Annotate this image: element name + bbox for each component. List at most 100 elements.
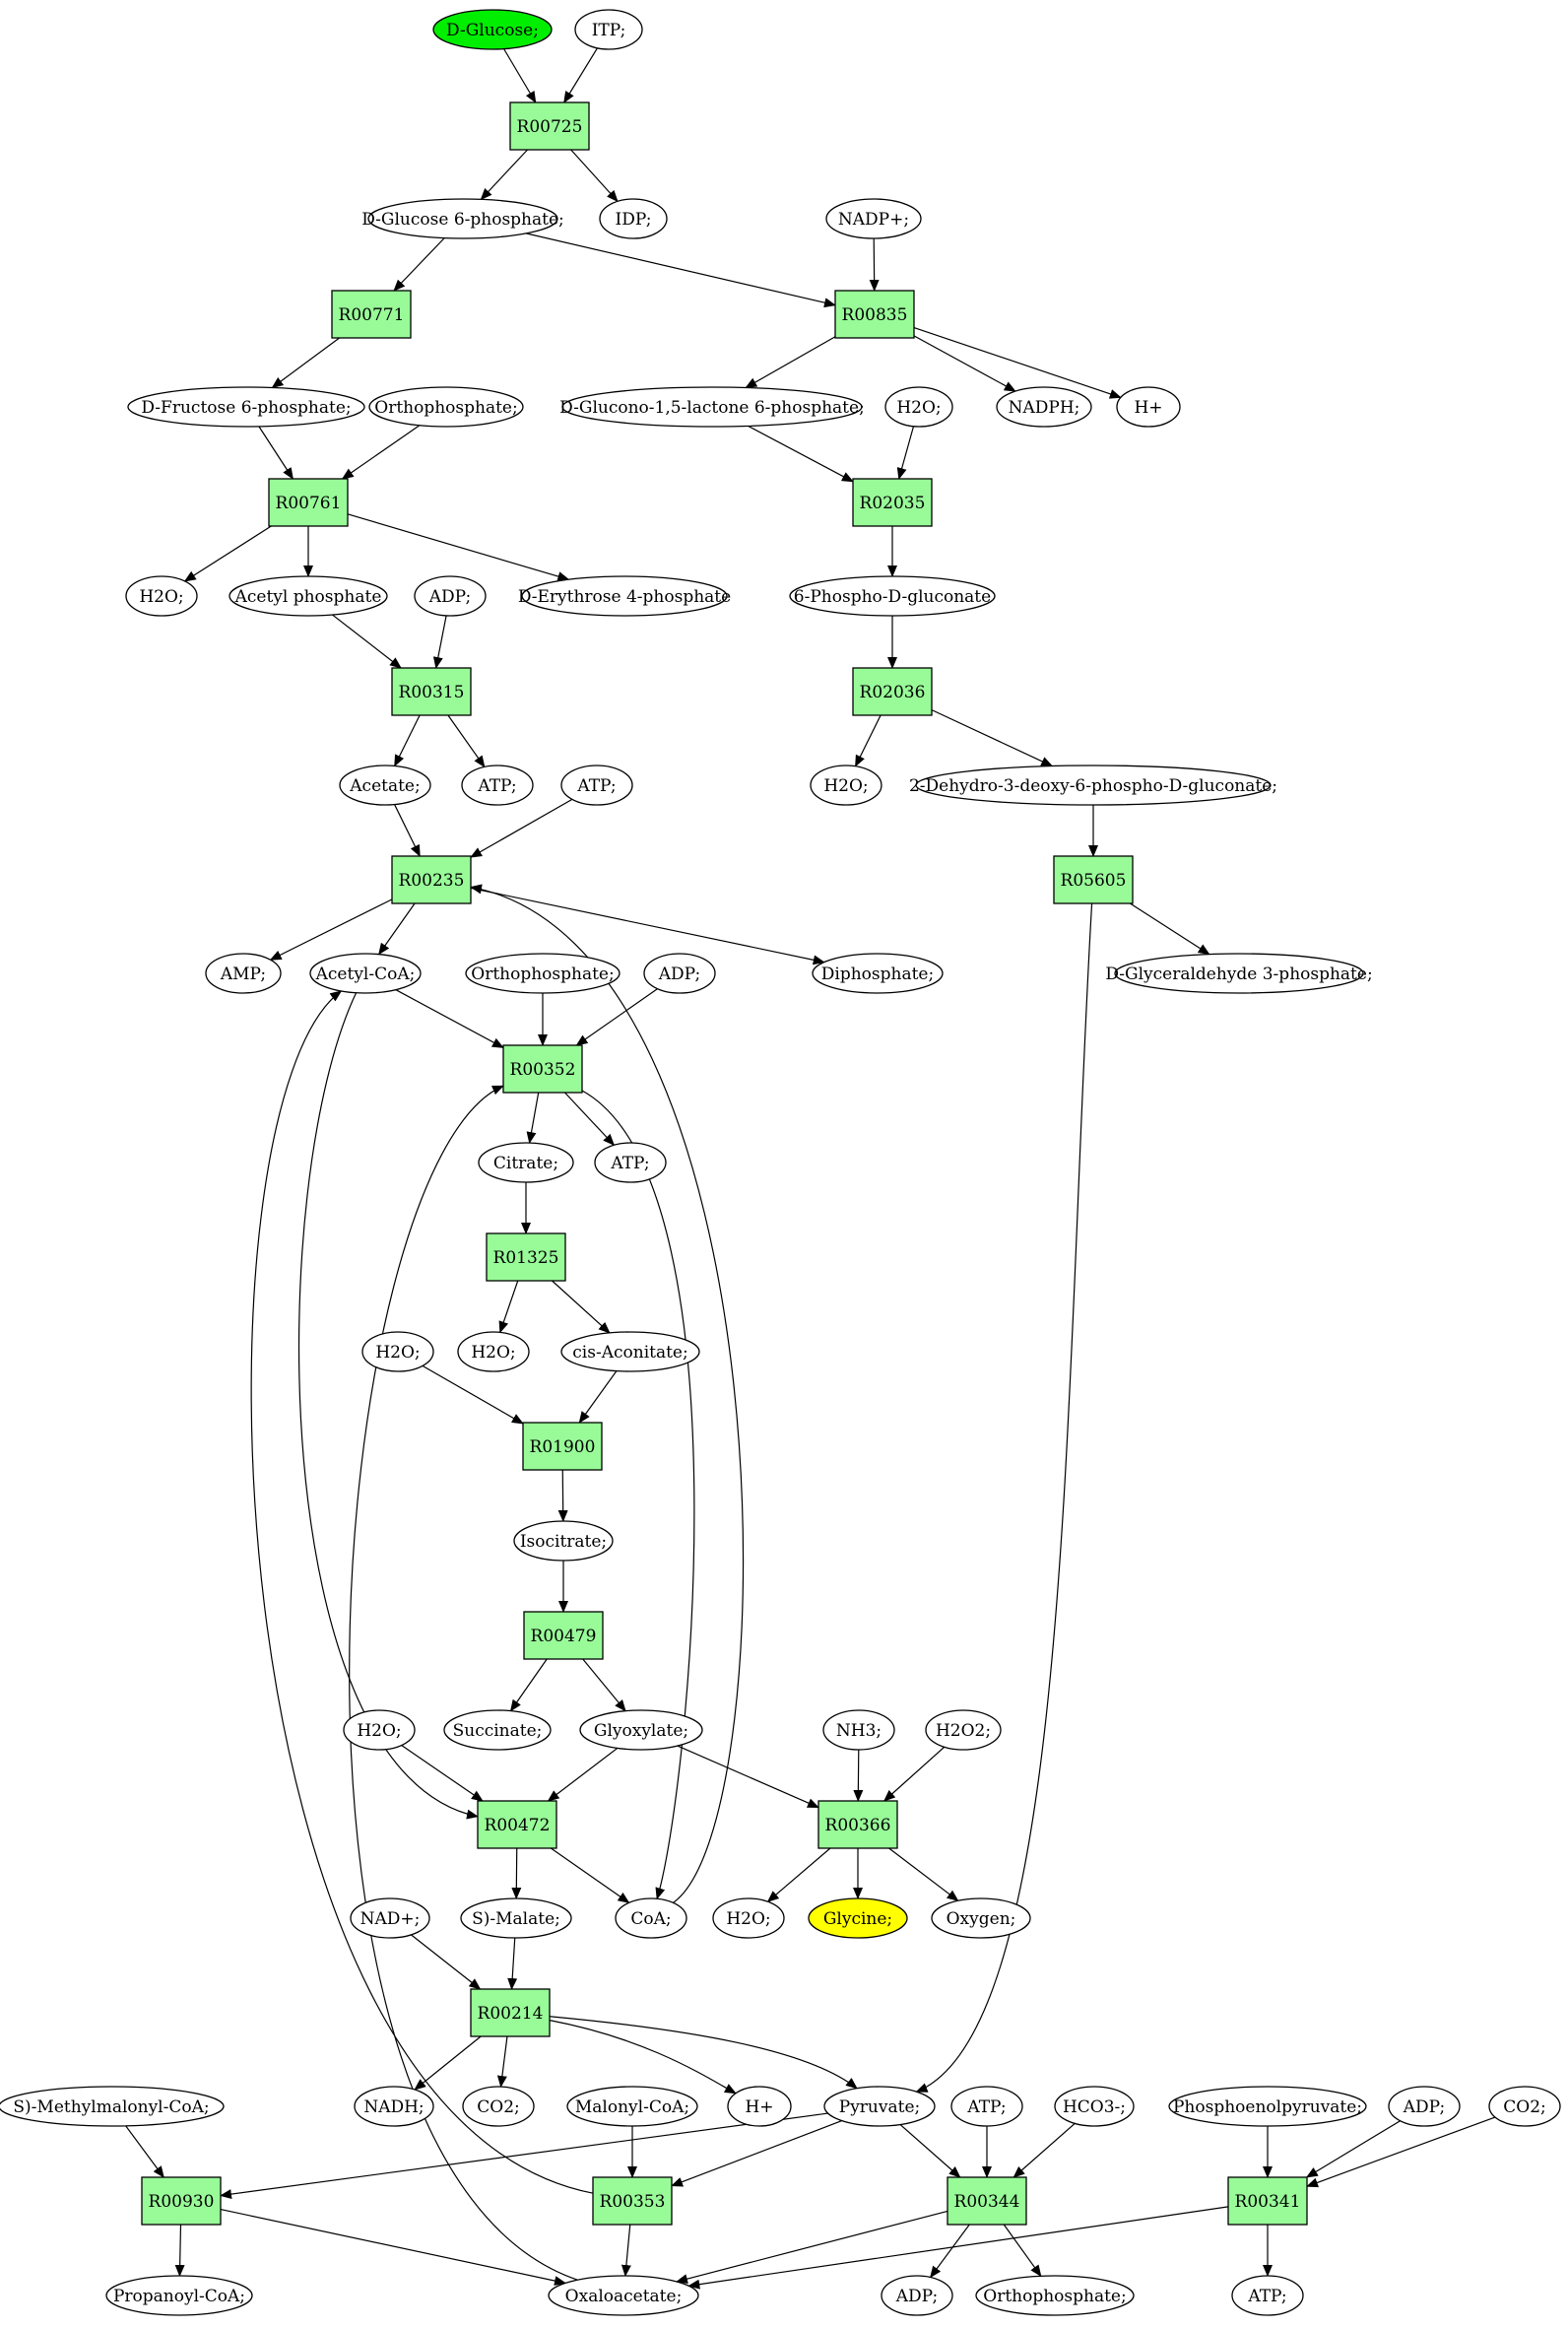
- r00344-label: R00344: [954, 2192, 1020, 2212]
- r00352-shape: [502, 1044, 583, 1094]
- reaction-node-r00479: R00479: [523, 1611, 604, 1660]
- compound-node-co2B: CO2;: [1488, 2086, 1561, 2127]
- orthoC-label: Orthophosphate;: [983, 2287, 1126, 2306]
- orthoB-label: Orthophosphate;: [471, 964, 614, 984]
- atpB-shape: [560, 765, 633, 806]
- r00315-shape: [391, 667, 472, 716]
- diphosphate-shape: [812, 953, 944, 994]
- compound-node-hco3: HCO3-;: [1054, 2086, 1135, 2127]
- r00341-shape: [1227, 2176, 1308, 2226]
- compound-node-acetate: Acetate;: [339, 765, 431, 806]
- compound-node-idp: IDP;: [599, 198, 668, 239]
- edge-h2oF-to-r00472: [401, 1745, 484, 1802]
- amp-label: AMP;: [220, 964, 266, 984]
- compound-node-smethylmalonyl: S)-Methylmalonyl-CoA;: [0, 2086, 225, 2127]
- glycine-label: Glycine;: [823, 1909, 892, 1929]
- dglucose-shape: [432, 9, 553, 50]
- oxaloacetate-label: Oxaloacetate;: [565, 2287, 683, 2306]
- pep-shape: [1168, 2086, 1367, 2127]
- compound-node-adpD: ADP;: [881, 2275, 953, 2316]
- amp-shape: [205, 953, 282, 994]
- itp-shape: [574, 9, 643, 50]
- adpD-label: ADP;: [895, 2287, 938, 2306]
- compound-node-adpB: ADP;: [643, 953, 716, 994]
- r02036-label: R02036: [860, 683, 926, 702]
- edge-r00725-to-idp: [570, 149, 619, 203]
- nadh-shape: [354, 2086, 434, 2127]
- reaction-node-r00930: R00930: [141, 2176, 222, 2226]
- compound-node-f6p: D-Fructose 6-phosphate;: [127, 386, 365, 428]
- adpC-label: ADP;: [1403, 2097, 1445, 2117]
- edge-r00835-to-gluconolactone: [745, 336, 836, 389]
- compound-node-glycine: Glycine;: [808, 1897, 908, 1939]
- r00479-shape: [523, 1611, 604, 1660]
- g6p-shape: [367, 198, 558, 239]
- edge-nadplus-to-r00214: [411, 1934, 482, 1990]
- compound-node-nadp: NADP+;: [825, 198, 922, 239]
- smalate-label: S)-Malate;: [472, 1909, 560, 1929]
- compound-node-malonylcoa: Malonyl-CoA;: [566, 2086, 698, 2127]
- compound-node-hplusB: H+: [727, 2086, 792, 2127]
- atpD-shape: [950, 2086, 1023, 2127]
- hplusA-label: H+: [1134, 398, 1162, 418]
- propanoylcoa-shape: [105, 2275, 253, 2316]
- edge-r00214-to-co2A: [496, 2035, 508, 2089]
- r00472-label: R00472: [485, 1816, 551, 1835]
- acetate-shape: [339, 765, 431, 806]
- atpD-label: ATP;: [966, 2097, 1006, 2117]
- reaction-node-r00761: R00761: [268, 478, 349, 527]
- r00341-label: R00341: [1235, 2192, 1301, 2212]
- compound-node-h2o2: H2O2;: [925, 1709, 1002, 1751]
- co2A-label: CO2;: [477, 2097, 520, 2117]
- oxygen-label: Oxygen;: [947, 1909, 1016, 1929]
- gluconolactone-label: D-Glucono-1,5-lactone 6-phosphate;: [559, 398, 865, 418]
- reaction-node-r00353: R00353: [592, 2176, 673, 2226]
- compound-node-gluconolactone: D-Glucono-1,5-lactone 6-phosphate;: [559, 386, 865, 428]
- citrate-shape: [478, 1142, 574, 1183]
- compound-node-pgluconate: 6-Phospho-D-gluconate: [789, 575, 996, 617]
- edge-r00344-to-orthoC: [1003, 2224, 1042, 2278]
- diphosphate-label: Diphosphate;: [821, 964, 934, 984]
- edge-r00725-to-g6p: [480, 149, 528, 201]
- r00344-shape: [947, 2176, 1027, 2226]
- edge-dglucose-to-r00725: [503, 48, 537, 103]
- nadh-label: NADH;: [363, 2097, 424, 2117]
- h2oA-shape: [884, 386, 953, 428]
- compound-node-oxygen: Oxygen;: [931, 1897, 1031, 1939]
- malonylcoa-label: Malonyl-CoA;: [575, 2097, 689, 2117]
- compound-node-amp: AMP;: [205, 953, 282, 994]
- edge-smalate-to-r00214: [507, 1937, 518, 1990]
- edge-pyruvate-to-r00353: [671, 2120, 842, 2187]
- r00761-shape: [268, 478, 349, 527]
- succinate-label: Succinate;: [453, 1721, 543, 1741]
- isocitrate-label: Isocitrate;: [520, 1532, 607, 1552]
- nadp-label: NADP+;: [838, 210, 909, 230]
- f6p-shape: [127, 386, 365, 428]
- nadplus-shape: [350, 1897, 430, 1939]
- atpE-shape: [1231, 2275, 1304, 2316]
- edge-r00771-to-f6p: [271, 337, 340, 389]
- edge-r01325-to-h2oE: [498, 1280, 519, 1334]
- co2B-label: CO2;: [1503, 2097, 1546, 2117]
- pep-label: Phosphoenolpyruvate;: [1173, 2097, 1362, 2117]
- acetylp-shape: [229, 575, 388, 617]
- r00353-label: R00353: [600, 2192, 666, 2212]
- compound-node-succinate: Succinate;: [443, 1709, 552, 1751]
- r00930-label: R00930: [149, 2192, 215, 2212]
- g6p-label: D-Glucose 6-phosphate;: [361, 210, 564, 230]
- compound-node-kdpg: 2-Dehydro-3-deoxy-6-phospho-D-gluconate;: [909, 765, 1277, 806]
- coa-shape: [615, 1897, 687, 1939]
- r02035-shape: [852, 478, 933, 527]
- r00315-label: R00315: [399, 683, 465, 702]
- g3p-shape: [1114, 953, 1364, 994]
- orthoB-shape: [465, 953, 621, 994]
- nh3-shape: [822, 1709, 895, 1751]
- edge-r00472-to-coa: [551, 1847, 630, 1903]
- pyruvate-shape: [823, 2086, 936, 2127]
- edge-pyruvate-to-r00344: [899, 2124, 961, 2178]
- compound-node-nadph: NADPH;: [996, 386, 1092, 428]
- r02035-label: R02035: [860, 494, 926, 513]
- cisaconitate-label: cis-Aconitate;: [572, 1343, 687, 1363]
- acetate-label: Acetate;: [349, 776, 420, 796]
- glyoxylate-label: Glyoxylate;: [594, 1721, 688, 1741]
